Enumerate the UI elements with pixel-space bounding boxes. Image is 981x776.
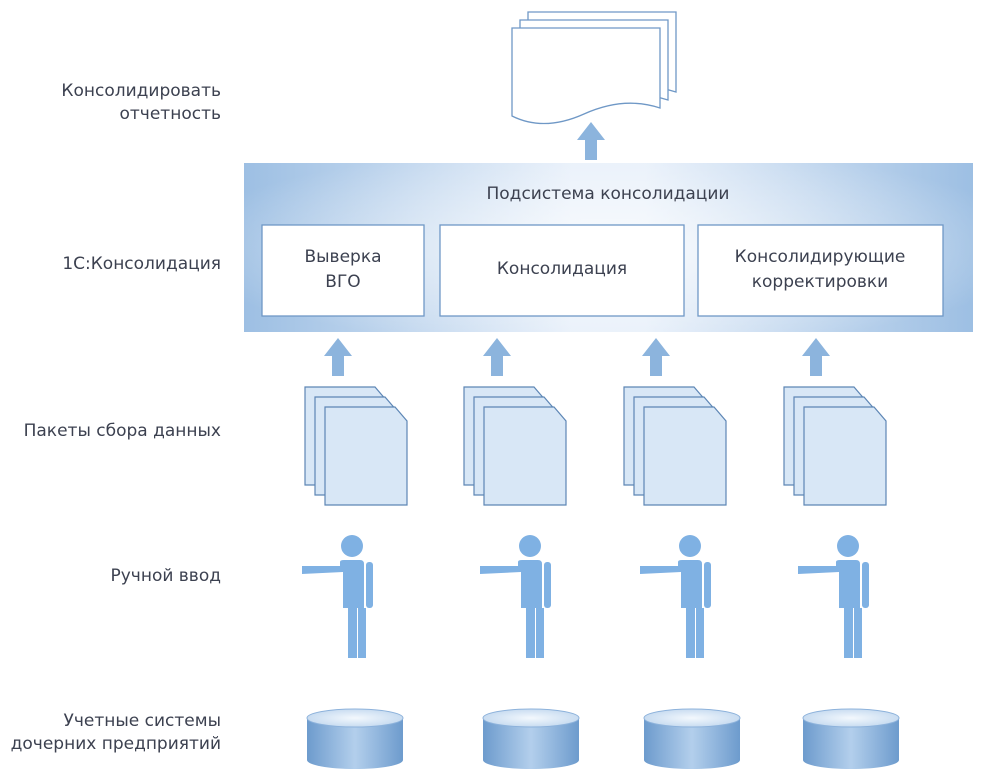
label-accounting-systems: Учетные системы дочерних предприятий — [11, 710, 221, 756]
data-package-icon — [783, 386, 887, 506]
database-icon — [643, 708, 741, 770]
person-icon — [640, 535, 711, 658]
subsystem-title: Подсистема консолидации — [487, 184, 730, 204]
database-icon — [306, 708, 404, 770]
box-igt-line1: Выверка — [304, 247, 381, 267]
person-icon — [302, 535, 373, 658]
arrow-up-icon — [483, 338, 511, 376]
box-igt-reconciliation — [261, 224, 425, 317]
subsystem-panel: Подсистема консолидации Выверка ВГО Конс… — [244, 163, 973, 332]
label-1c-consolidation: 1С:Консолидация — [62, 254, 221, 274]
box-igt-line2: ВГО — [325, 272, 360, 292]
label-consolidate-reporting: Консолидировать отчетность — [61, 80, 221, 126]
label-consolidate-line2: отчетность — [119, 104, 222, 124]
label-systems-line1: Учетные системы — [63, 711, 221, 731]
arrow-up-icon — [802, 338, 830, 376]
box-consolidation-label: Консолидация — [497, 259, 627, 279]
box-adjust-line2: корректировки — [752, 272, 888, 292]
label-data-packages: Пакеты сбора данных — [23, 421, 221, 441]
data-package-icon — [304, 386, 408, 506]
label-systems-line2: дочерних предприятий — [10, 734, 221, 754]
database-icon — [802, 708, 900, 770]
arrow-up-icon — [642, 338, 670, 376]
box-consolidation — [439, 224, 685, 317]
box-adjust-line1: Консолидирующие — [735, 247, 906, 267]
person-icon — [480, 535, 551, 658]
arrow-up-icon — [324, 338, 352, 376]
person-icon — [798, 535, 869, 658]
database-icon — [482, 708, 580, 770]
data-package-icon — [463, 386, 567, 506]
report-documents-icon — [511, 11, 677, 125]
box-consolidating-adjustments — [697, 224, 944, 317]
label-manual-input: Ручной ввод — [110, 566, 221, 586]
data-package-icon — [623, 386, 727, 506]
arrow-up-icon — [577, 122, 605, 160]
label-consolidate-line1: Консолидировать — [61, 81, 221, 101]
